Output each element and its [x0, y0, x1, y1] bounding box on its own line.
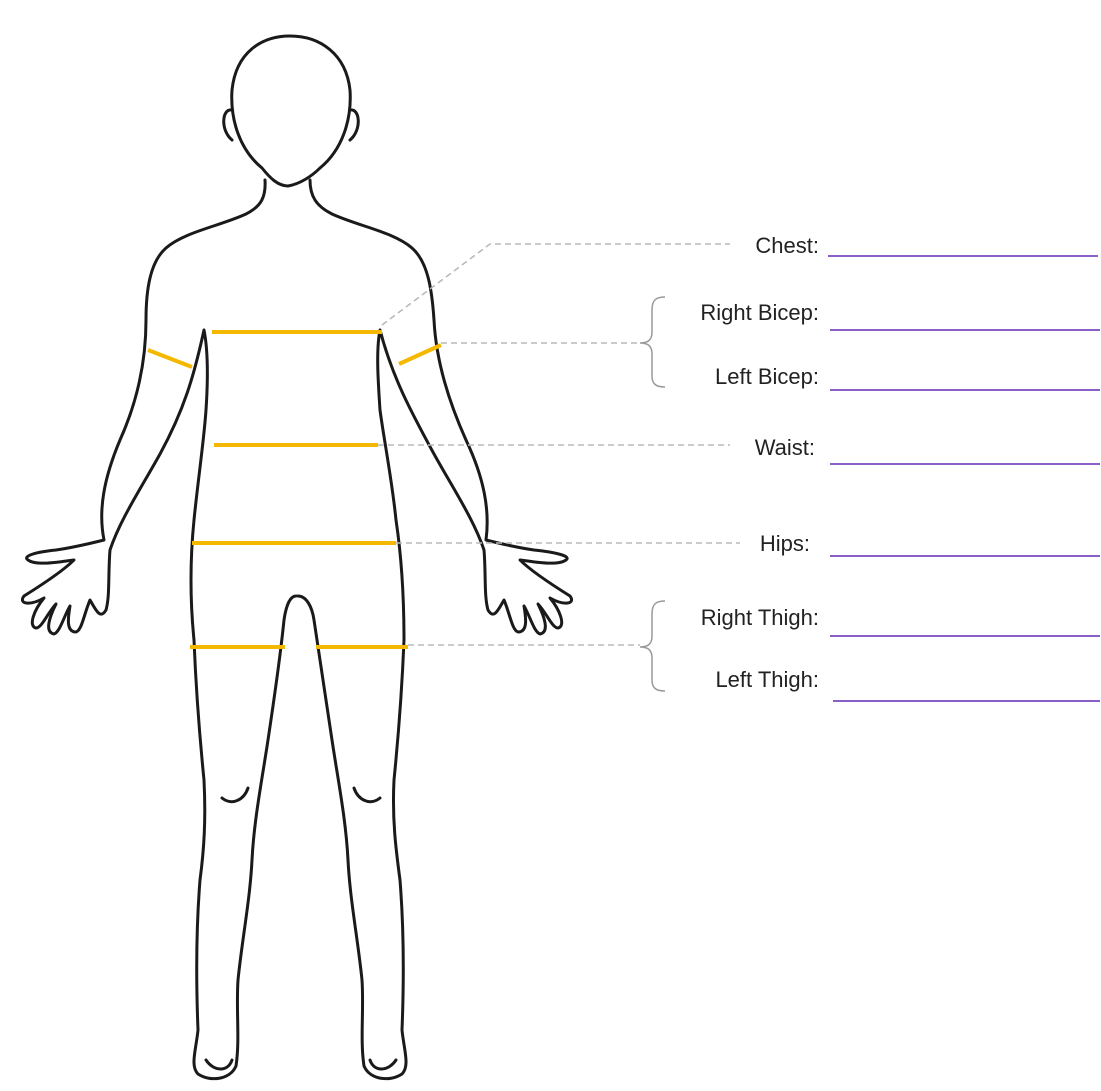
waist-label: Waist: — [755, 434, 815, 462]
left-ear-outline — [224, 110, 232, 140]
body-outline-figure — [22, 36, 571, 1079]
right-bicep-answer-line[interactable] — [830, 329, 1100, 331]
right-bicep-band — [148, 350, 192, 367]
right-bicep-label: Right Bicep: — [700, 299, 819, 327]
chest-answer-line[interactable] — [828, 255, 1098, 257]
hips-label: Hips: — [760, 530, 810, 558]
left-thigh-answer-line[interactable] — [833, 700, 1100, 702]
right-ear-outline — [350, 110, 358, 140]
right-thigh-answer-line[interactable] — [830, 635, 1100, 637]
left-thigh-label: Left Thigh: — [715, 666, 819, 694]
body-right-side-outline — [298, 180, 572, 1079]
pair-brackets — [640, 297, 665, 691]
right-thigh-label: Right Thigh: — [701, 604, 819, 632]
body-left-side-outline — [22, 180, 296, 1079]
hips-answer-line[interactable] — [830, 555, 1100, 557]
left-bicep-answer-line[interactable] — [830, 389, 1100, 391]
right-knee-line — [354, 788, 380, 802]
right-foot-line — [370, 1060, 396, 1069]
waist-answer-line[interactable] — [830, 463, 1100, 465]
chest-label: Chest: — [755, 232, 819, 260]
left-bicep-label: Left Bicep: — [715, 363, 819, 391]
head-outline — [232, 36, 351, 186]
left-foot-line — [206, 1060, 232, 1069]
left-bicep-band — [399, 345, 441, 364]
bicep-bracket — [640, 297, 665, 387]
left-knee-line — [222, 788, 248, 802]
thigh-bracket — [640, 601, 665, 691]
